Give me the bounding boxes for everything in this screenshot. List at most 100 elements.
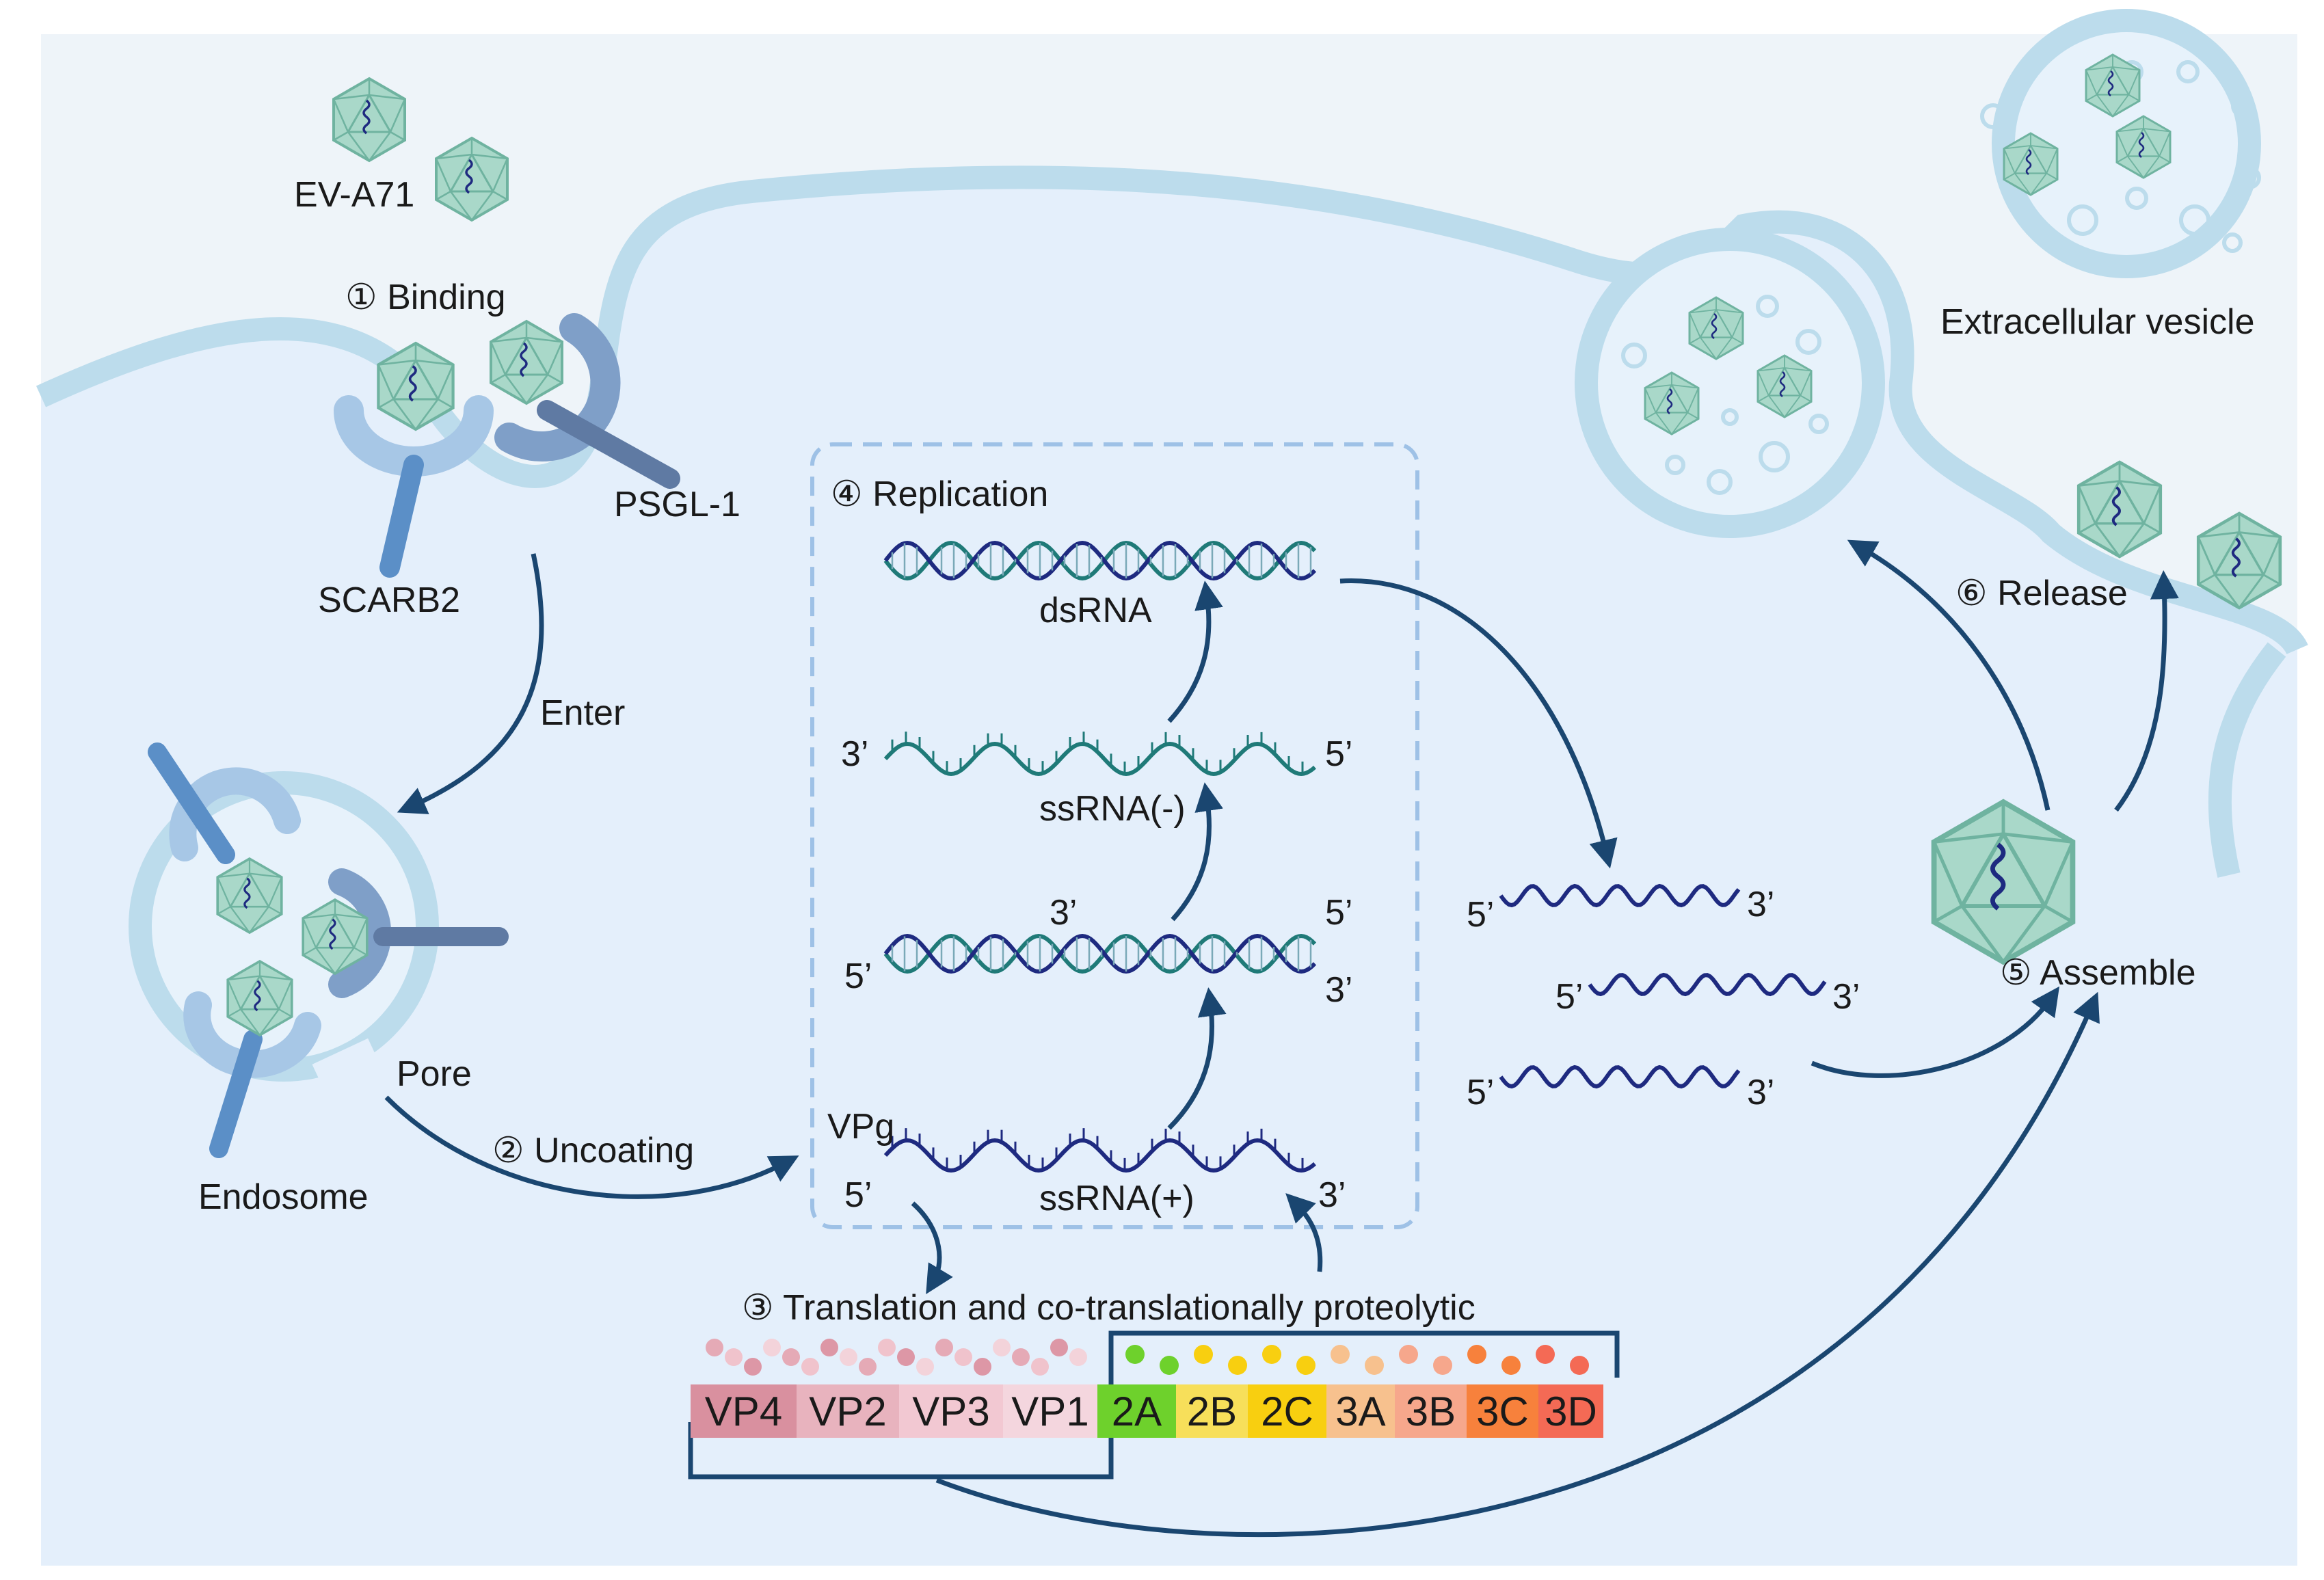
ssrna-minus-strand	[883, 732, 1316, 777]
progeny-to-assemble-arrow	[1811, 986, 2060, 1078]
enter-label: Enter	[540, 693, 625, 733]
step-uncoating-label: ② Uncoating	[492, 1131, 694, 1170]
ssrna-minus-label: ssRNA(-)	[1039, 789, 1186, 829]
duplex-to-ssrna-minus-arrow	[1171, 782, 1223, 922]
ssrna-minus-3prime: 3’	[841, 734, 868, 774]
progeny-rna-3	[1499, 1065, 1741, 1089]
release-arrow-left	[1847, 539, 2051, 811]
endosome-label: Endosome	[198, 1177, 369, 1217]
polyprotein-label-3a: 3A	[1335, 1389, 1385, 1434]
rna-strands	[883, 540, 1827, 1173]
progeny-rna-2	[1588, 972, 1827, 997]
psgl1-label: PSGL-1	[614, 485, 740, 524]
ssrna-plus-5prime: 5’	[844, 1175, 872, 1215]
vpg-label: VPg	[827, 1107, 894, 1147]
nonstructural-protein-dot	[1296, 1356, 1315, 1375]
structural-protein-dot	[1031, 1358, 1049, 1376]
dsrna-to-progeny-arrow	[1339, 578, 1618, 869]
structural-protein-dot	[1012, 1348, 1030, 1366]
structural-protein-dot	[1069, 1348, 1087, 1366]
duplex-top-3prime: 3’	[1050, 893, 1077, 933]
duplex-top-5prime: 5’	[1325, 893, 1352, 933]
progeny-rna-1	[1499, 883, 1741, 908]
structural-protein-dot	[878, 1339, 896, 1356]
polyprotein-label-3d: 3D	[1545, 1389, 1597, 1434]
nonstructural-protein-dot	[1194, 1345, 1213, 1364]
nonstructural-protein-dot	[1501, 1356, 1521, 1375]
ssrna-plus-3prime: 3’	[1318, 1175, 1346, 1215]
ssrna-plus-strand	[883, 1128, 1316, 1173]
structural-protein-dot	[859, 1358, 877, 1376]
replication-box	[810, 442, 1419, 1229]
scarb2-receptor	[334, 395, 494, 578]
polyprotein-label-vp4: VP4	[705, 1389, 782, 1434]
structural-protein-dot	[706, 1339, 723, 1356]
structural-protein-dot	[820, 1339, 838, 1356]
polyprotein-segment-3a	[1326, 1384, 1395, 1438]
virus-label: EV-A71	[294, 175, 414, 215]
polyprotein-label-3b: 3B	[1406, 1389, 1456, 1434]
psgl1-receptor	[494, 313, 680, 489]
polyprotein-segment-vp3	[899, 1384, 1003, 1438]
dsrna-strand	[883, 540, 1317, 581]
step-translation-label: ③ Translation and co-translationally pro…	[742, 1288, 1475, 1328]
duplex-bottom-5prime: 5’	[844, 956, 872, 996]
translation-to-3prime-arrow	[1285, 1193, 1323, 1272]
progeny2-3prime: 3’	[1832, 977, 1860, 1017]
endosome-receptors	[148, 742, 509, 1158]
budding-vesicle	[1575, 228, 1885, 538]
nonstructural-protein-dot	[1536, 1345, 1555, 1364]
scarb2-label: SCARB2	[318, 580, 460, 620]
structural-protein-dot	[763, 1339, 781, 1356]
progeny3-5prime: 5’	[1467, 1073, 1494, 1112]
endosome-pore-gap	[312, 1038, 386, 1102]
cleaved-protein-dots	[706, 1339, 1589, 1376]
nonstructural-protein-dot	[1570, 1356, 1589, 1375]
nonstructural-protein-dot	[1160, 1356, 1179, 1375]
membrane-fold	[2208, 642, 2286, 878]
polyprotein-segment-2a	[1097, 1384, 1176, 1438]
polyprotein-label-vp3: VP3	[912, 1389, 989, 1434]
step-replication-label: ④ Replication	[831, 474, 1048, 514]
step-release-label: ⑥ Release	[1955, 574, 2128, 613]
ssrna-plus-label: ssRNA(+)	[1039, 1179, 1194, 1218]
structural-to-assemble-arrow	[935, 991, 2100, 1538]
nonstructural-protein-dot	[1365, 1356, 1384, 1375]
structural-protein-dot	[744, 1358, 762, 1376]
enter-arrow	[397, 553, 544, 814]
polyprotein-segment-2c	[1248, 1384, 1326, 1438]
duplex-bottom-3prime: 3’	[1325, 970, 1352, 1010]
structural-protein-dot	[897, 1348, 915, 1366]
polyprotein-label-vp1: VP1	[1011, 1389, 1088, 1434]
vpg-to-translation-arrow	[911, 1201, 953, 1295]
polyprotein-segment-vp1	[1003, 1384, 1097, 1438]
nonstructural-protein-dot	[1467, 1345, 1486, 1364]
structural-protein-dot	[725, 1348, 743, 1366]
release-arrow-right	[2114, 570, 2179, 812]
ssrna-minus-5prime: 5’	[1325, 734, 1352, 774]
nonstructural-protein-dot	[1125, 1345, 1145, 1364]
uncoating-arrow	[384, 1095, 799, 1199]
step-assemble-label: ⑤ Assemble	[2000, 953, 2196, 993]
polyprotein-segment-3c	[1467, 1384, 1538, 1438]
nonstructural-protein-dot	[1433, 1356, 1452, 1375]
polyprotein-label-vp2: VP2	[809, 1389, 886, 1434]
structural-protein-dot	[1050, 1339, 1068, 1356]
step-binding-label: ① Binding	[345, 278, 506, 317]
structural-protein-dot	[935, 1339, 953, 1356]
strand-end-labels: 3’ 5’ 3’ 5’ 5’ 3’ 5’ 3’ 5’ 3’ 5’ 3’ 5’ 3…	[841, 734, 1860, 1215]
replication-intermediate-duplex	[883, 933, 1317, 974]
structural-protein-dot	[993, 1339, 1011, 1356]
polyprotein-label-2c: 2C	[1261, 1389, 1313, 1434]
polyprotein-segment-2b	[1176, 1384, 1248, 1438]
polyprotein-label-2b: 2B	[1187, 1389, 1237, 1434]
progeny1-3prime: 3’	[1747, 885, 1774, 924]
dsrna-label: dsRNA	[1039, 591, 1152, 630]
structural-protein-dot	[801, 1358, 819, 1376]
polyprotein-segment-vp2	[797, 1384, 899, 1438]
nonstructural-protein-dot	[1399, 1345, 1418, 1364]
nonstructural-protein-dot	[1262, 1345, 1281, 1364]
ssrna-plus-to-duplex-arrow	[1167, 987, 1227, 1130]
